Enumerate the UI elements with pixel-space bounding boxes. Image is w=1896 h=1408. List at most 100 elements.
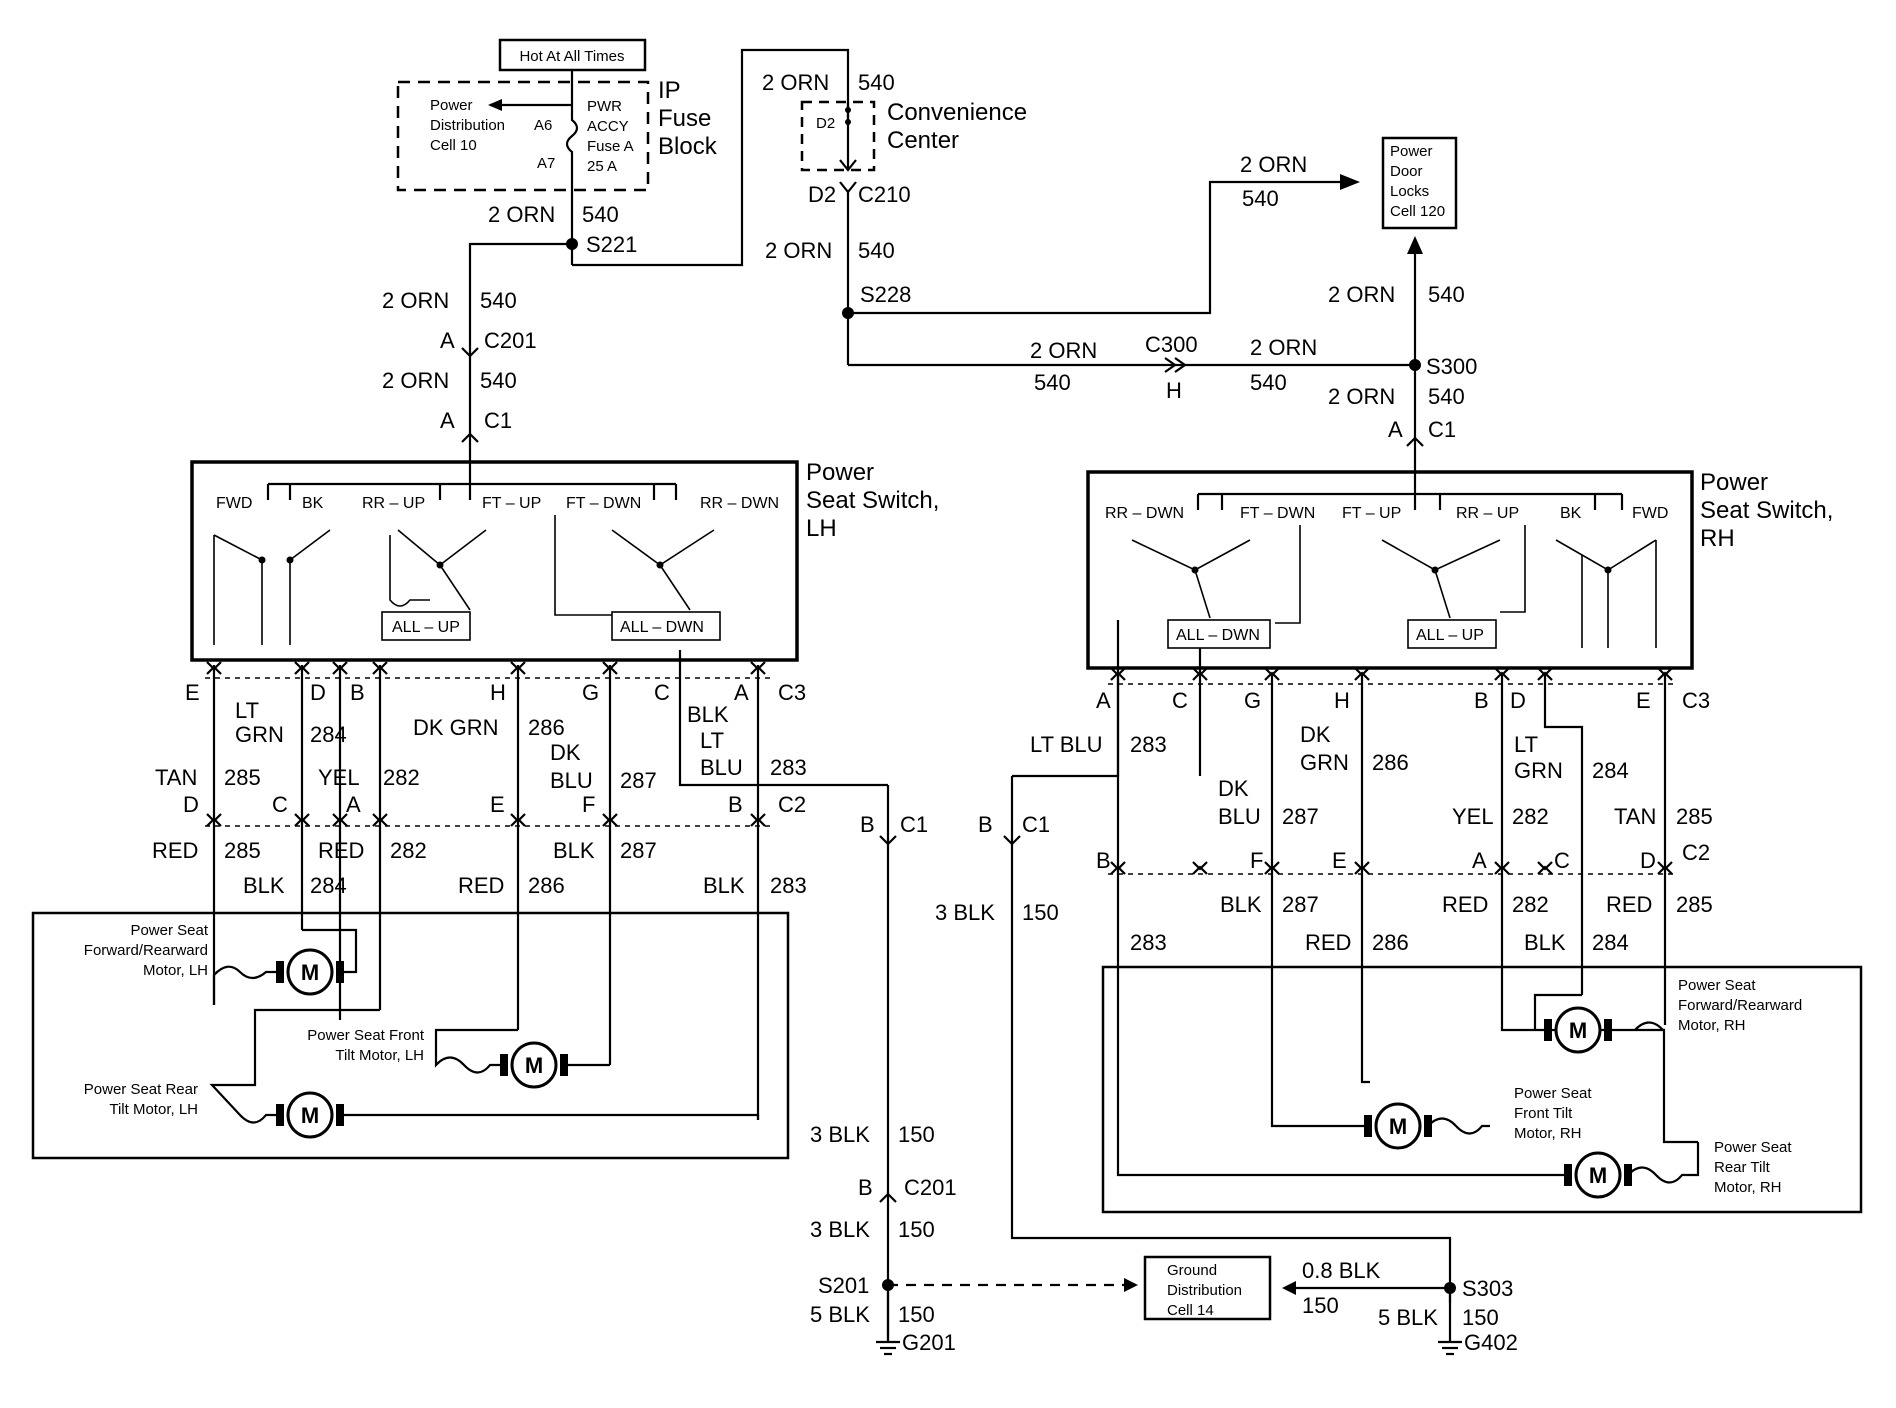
lh-upper-color-5a: BLK [687, 702, 729, 727]
lbl-5blk-right: 5 BLK [1378, 1305, 1438, 1330]
rh-c2-pin-5: D [1640, 848, 1656, 873]
hot-label: Hot At All Times [519, 48, 624, 65]
rh-chevron-2-1 [1264, 865, 1280, 875]
conv-label-1: Convenience [887, 99, 1027, 126]
locks-line-1: Power [1390, 143, 1433, 160]
lbl-3blk-mid: 3 BLK [810, 1122, 870, 1147]
rh-c2-pin-4: C [1554, 848, 1570, 873]
lbl-2orn-c201: 2 ORN [382, 288, 449, 313]
rh-fwd-label-2: Forward/Rearward [1678, 997, 1802, 1014]
lh-title-3: LH [806, 515, 837, 542]
pin-a6: A6 [534, 117, 552, 134]
lh-chevron-b-3-0 [372, 661, 388, 671]
rh-c3-pin-4: B [1474, 688, 1489, 713]
fuse-element-icon [565, 105, 579, 190]
lbl-s228: S228 [860, 282, 911, 307]
lbl-150-left: 150 [898, 1302, 935, 1327]
fuse-line-2: ACCY [587, 118, 629, 135]
power-dist-line-3: Cell 10 [430, 137, 477, 154]
connector-c201-top [461, 347, 479, 358]
lh-title-1: Power [806, 459, 874, 486]
lbl-540-s228: 540 [858, 238, 895, 263]
rh-chevron-5-1 [1537, 865, 1553, 875]
lh-contact-all-dwn: ALL – DWN [620, 619, 704, 636]
rh-connector-c3: C3 [1108, 683, 1710, 713]
rh-motor-symbols: M M M [1364, 1006, 1632, 1199]
rh-chevron-3-1 [1354, 865, 1370, 875]
lbl-2orn-rh-up: 2 ORN [1328, 282, 1395, 307]
rh-front-label-2: Front Tilt [1514, 1105, 1573, 1122]
lh-chevron-b-5-1 [602, 813, 618, 823]
rh-chevron-2-0 [1264, 671, 1280, 681]
lh-fwd-label-3: Motor, LH [143, 962, 208, 979]
lbl-2orn-c1: 2 ORN [382, 368, 449, 393]
rh-c3-pin-5: D [1510, 688, 1526, 713]
rh-c3-pin-3: H [1334, 688, 1350, 713]
lbl-2orn-rh: 2 ORN [1328, 384, 1395, 409]
motor-rh-rear-tilt: M [1564, 1151, 1632, 1199]
connector-c300-b [1174, 357, 1187, 373]
motor-rh-rear-tilt-symbol: M [1589, 1163, 1607, 1188]
lh-lower-circuit-1: 284 [310, 873, 347, 898]
rh-contact-rr-up: RR – UP [1456, 505, 1519, 522]
rh-upper-color-5: TAN [1614, 804, 1656, 829]
lbl-540-c1: 540 [480, 368, 517, 393]
lbl-b-c1-center: B [860, 812, 875, 837]
lh-title-2: Seat Switch, [806, 487, 939, 514]
lh-upper-circuit-5: 283 [770, 755, 807, 780]
lh-chevron-b-4-1 [510, 813, 526, 823]
lbl-2orn-s228: 2 ORN [765, 238, 832, 263]
motor-rh-forward-rearward-symbol: M [1569, 1018, 1587, 1043]
motor-rh-front-tilt-symbol: M [1389, 1114, 1407, 1139]
rh-upper-color-2a: DK [1300, 722, 1331, 747]
lh-chevron-2-0 [332, 665, 348, 675]
lbl-b-c1-rhcenter: B [978, 812, 993, 837]
rh-upper-circuit-3: 282 [1512, 804, 1549, 829]
rh-fwd-label-1: Power Seat [1678, 977, 1756, 994]
fuse-line-3: Fuse A [587, 138, 634, 155]
lh-lower-circuit-0: 285 [224, 838, 261, 863]
lh-contact-fwd: FWD [216, 495, 252, 512]
rh-chevron-5-0 [1537, 671, 1553, 681]
lh-chevron-0-1 [206, 817, 222, 827]
lh-lower-color-4: BLK [553, 838, 595, 863]
rh-chevron-b-5-0 [1537, 667, 1553, 677]
gnd-label-2: Distribution [1167, 1282, 1242, 1299]
lbl-c1-lh: C1 [484, 408, 512, 433]
fuse-line-4: 25 A [587, 158, 617, 175]
lbl-540-fuse: 540 [582, 202, 619, 227]
rh-chevron-3-0 [1354, 671, 1370, 681]
lbl-150-top: 150 [1022, 900, 1059, 925]
lbl-150-right: 150 [1462, 1305, 1499, 1330]
rh-upper-circuit-5: 285 [1676, 804, 1713, 829]
power-dist-line-1: Power [430, 97, 473, 114]
lh-lower-color-5: BLK [703, 873, 745, 898]
lh-c2-pin-2: A [346, 792, 361, 817]
lh-chevron-4-1 [510, 817, 526, 827]
lbl-540-c201: 540 [480, 288, 517, 313]
lh-contact-ft-dwn: FT – DWN [566, 495, 641, 512]
lh-fwd-label-1: Power Seat [130, 922, 208, 939]
rh-upper-circuit-2: 286 [1372, 750, 1409, 775]
rh-upper-circuit-4: 284 [1592, 758, 1629, 783]
lbl-150-gnd: 150 [1302, 1293, 1339, 1318]
rh-chevron-6-0 [1657, 671, 1673, 681]
connector-c1-rhcenter [1003, 835, 1021, 846]
lbl-2orn-c300a: 2 ORN [1030, 338, 1097, 363]
lh-upper-color-1a: LT [235, 698, 259, 723]
rh-contact-bk: BK [1560, 505, 1582, 522]
rh-c3-pin-2: G [1244, 688, 1261, 713]
fuse-block-title-1: IP [658, 77, 681, 104]
connector-c201-bottom [879, 1192, 897, 1203]
lh-lower-circuit-4: 287 [620, 838, 657, 863]
lh-upper-circuit-4: 287 [620, 768, 657, 793]
lbl-s300: S300 [1426, 354, 1477, 379]
rh-front-label-1: Power Seat [1514, 1085, 1592, 1102]
rh-title-1: Power [1700, 469, 1768, 496]
rh-fwd-label-3: Motor, RH [1678, 1017, 1746, 1034]
rh-upper-circuit-0: 283 [1130, 732, 1167, 757]
ground-g402-icon [1438, 1288, 1462, 1356]
rh-contact-fwd: FWD [1632, 505, 1668, 522]
rh-title-2: Seat Switch, [1700, 497, 1833, 524]
connector-c1-lh [461, 432, 479, 443]
